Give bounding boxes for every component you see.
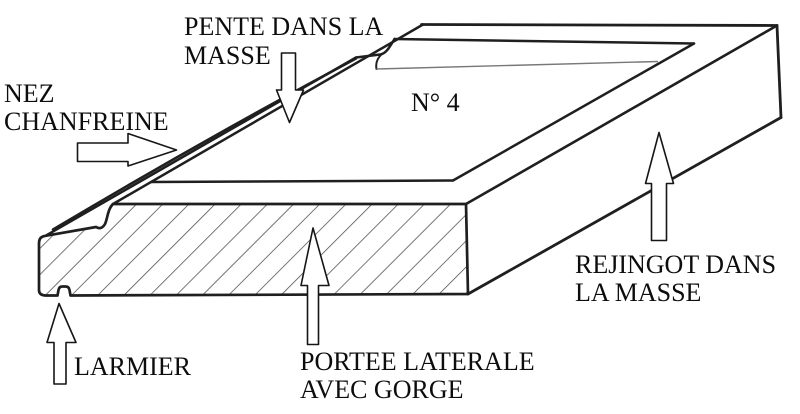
nez-chanfreine-arrow-icon [76,132,178,167]
portee-step-edge [149,179,455,184]
label-rejingot: REJINGOT DANS LA MASSE [575,251,776,307]
larmier-arrow-icon [46,302,77,385]
far-step-connector [375,52,384,70]
label-pente: PENTE DANS LA MASSE [184,12,383,70]
rejingot-front-edge [451,42,696,182]
section-hatched-face [37,202,470,297]
label-rejingot-line2: LA MASSE [575,278,702,307]
label-pente-line1: PENTE DANS LA [184,12,384,41]
label-nez-chanfreine: NEZ CHANFREINE [4,80,169,136]
label-portee-line1: PORTEE LATERALE [300,347,535,376]
back-top-outline [420,23,779,27]
right-end-edge [775,24,783,119]
portee-laterale-arrow-icon [300,227,330,346]
back-face-top-edge [464,24,779,206]
sill-body-edges [44,23,783,296]
rejingot-arrow-icon [644,131,675,242]
label-larmier: LARMIER [74,353,191,381]
rejingot-top-edge [393,37,696,45]
annotation-arrows [46,52,675,385]
label-portee-laterale: PORTEE LATERALE AVEC GORGE [300,348,535,404]
label-larmier-line1: LARMIER [74,352,191,381]
pente-arrow-icon [275,52,305,124]
label-nez-line1: NEZ [4,79,55,108]
label-pente-line2: MASSE [184,41,271,70]
pente-rejingot-thin-edge [376,60,659,70]
label-rejingot-line1: REJINGOT DANS [575,250,777,279]
label-nez-line2: CHANFREINE [4,107,169,136]
nose-chamfer-upper-edge [51,57,358,231]
profile-number-text: N° 4 [411,88,460,117]
label-profile-number: N° 4 [411,89,460,117]
label-portee-line2: AVEC GORGE [300,375,464,404]
bottom-front-edge [466,116,783,296]
